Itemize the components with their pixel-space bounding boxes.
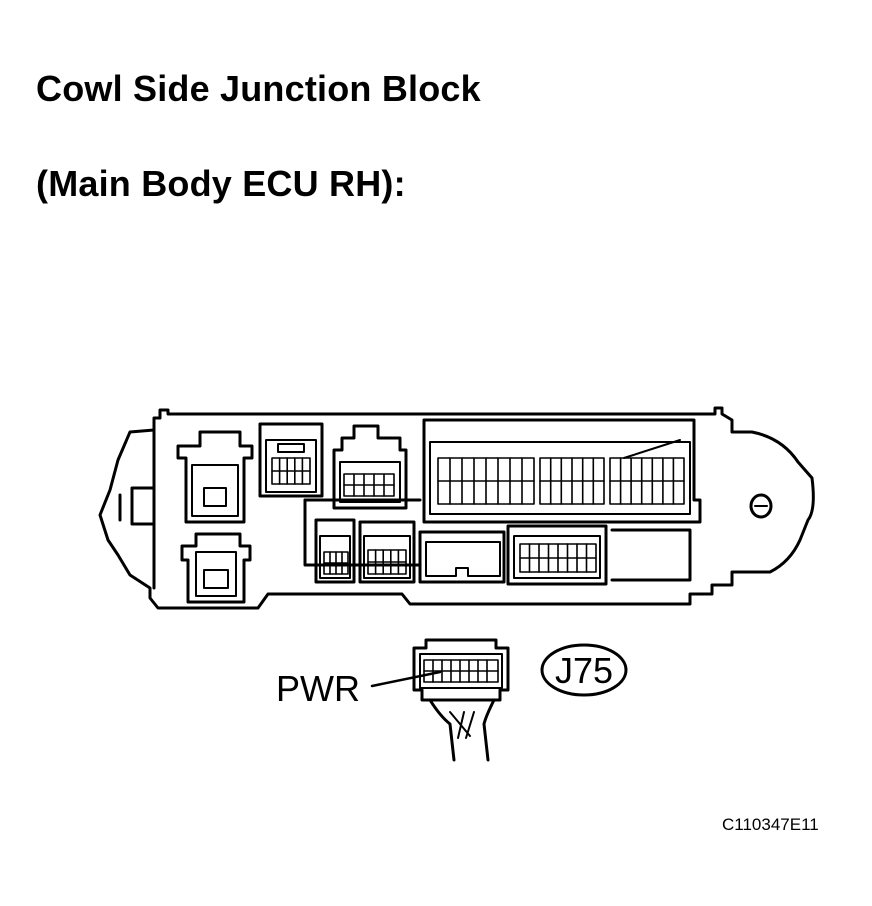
title-line-2: (Main Body ECU RH): xyxy=(36,163,406,204)
j75-oval xyxy=(540,643,628,697)
pwr-label: PWR xyxy=(276,668,360,709)
figure-code: C110347E11 xyxy=(722,815,819,834)
pwr-harness-connector xyxy=(412,638,510,762)
connector-lower-c xyxy=(506,524,608,586)
connector-small-2 xyxy=(332,424,408,510)
connector-lower-b xyxy=(358,520,416,584)
connector-small-1 xyxy=(258,422,324,498)
connector-bottom-left xyxy=(180,532,252,604)
connector-large xyxy=(422,418,702,524)
connector-top-left xyxy=(176,430,254,524)
pwr-leader-line xyxy=(370,670,442,688)
connector-lower-socket xyxy=(418,530,506,584)
ecu-housing xyxy=(98,406,815,610)
connector-id-label: J75 xyxy=(555,650,613,691)
connector-lower-a xyxy=(314,518,356,584)
title-line-1: Cowl Side Junction Block xyxy=(36,68,481,109)
